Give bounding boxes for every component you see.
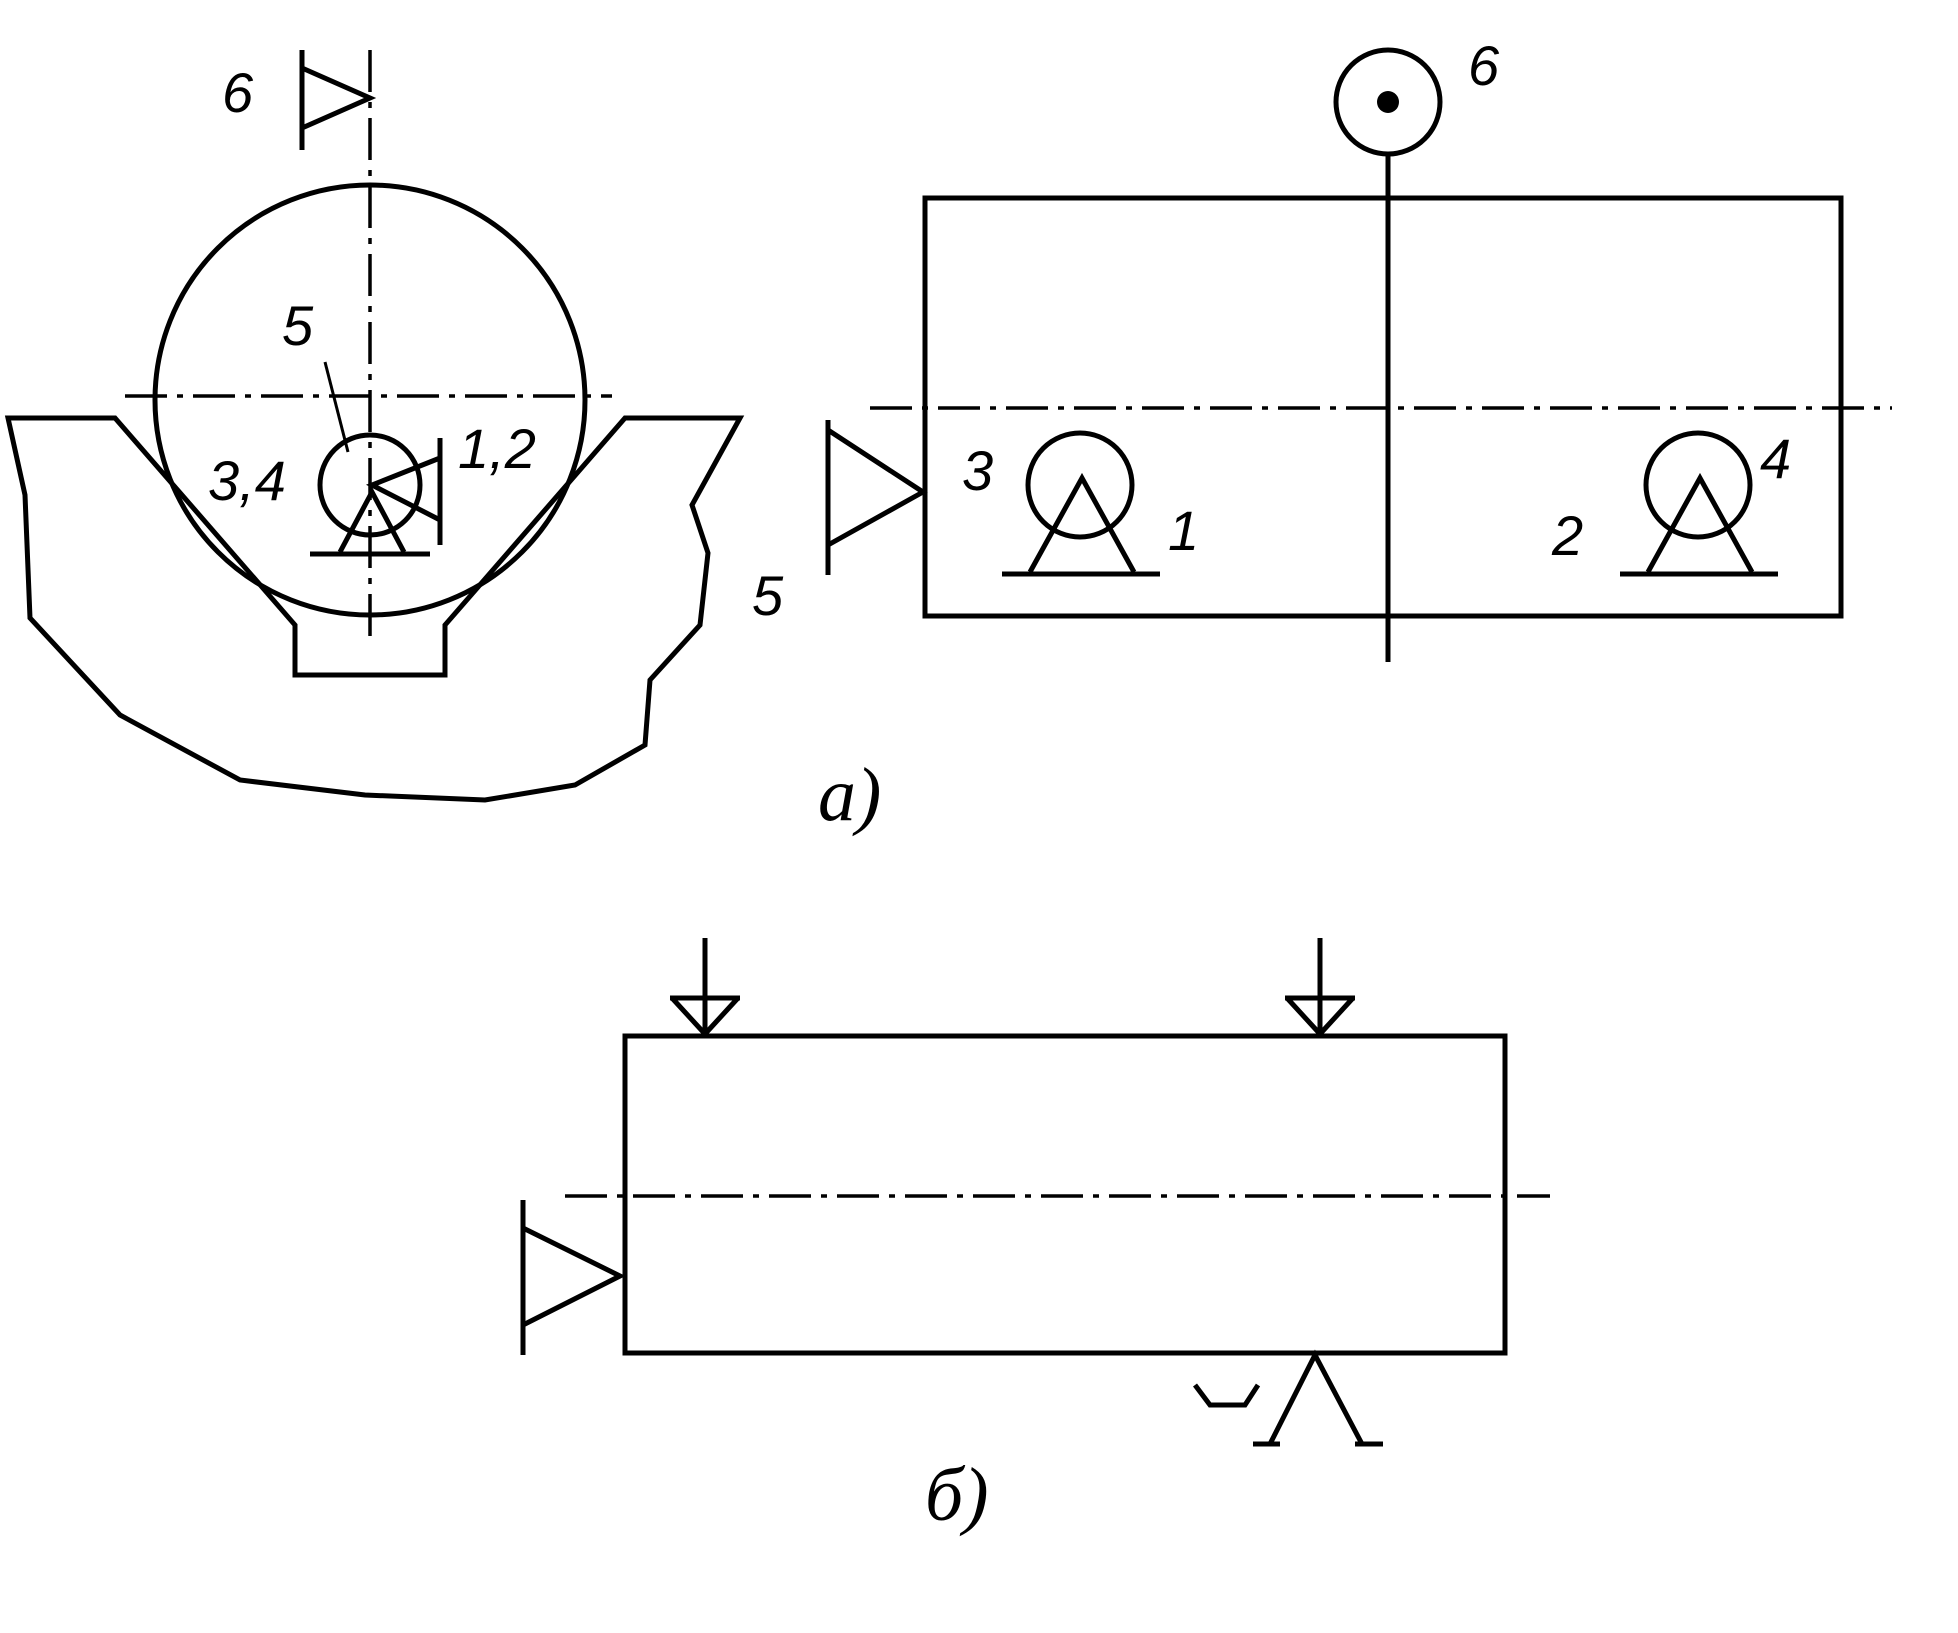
label-6-right: 6 bbox=[1468, 34, 1500, 97]
support-symbol-6-right bbox=[1333, 47, 1443, 662]
double-support-symbol-34 bbox=[310, 432, 430, 557]
label-5-left: 5 bbox=[282, 294, 314, 357]
end-support-symbol-b bbox=[520, 1200, 626, 1355]
label-3: 3 bbox=[962, 439, 993, 502]
label-12: 1,2 bbox=[458, 417, 536, 480]
clamp-arrow-right bbox=[1285, 938, 1355, 1038]
support-symbol-5-right bbox=[825, 420, 928, 575]
bottom-support-symbol-b bbox=[1193, 1349, 1383, 1447]
caption-a: а) bbox=[818, 753, 881, 837]
label-34: 3,4 bbox=[208, 449, 286, 512]
label-2: 2 bbox=[1551, 504, 1583, 567]
support-symbol-2-4 bbox=[1620, 430, 1778, 577]
support-symbol-6 bbox=[299, 50, 377, 150]
label-5-right: 5 bbox=[752, 564, 784, 627]
support-symbol-3-1 bbox=[1002, 430, 1160, 577]
label-1: 1 bbox=[1168, 499, 1199, 562]
v-block-outline bbox=[4, 415, 745, 803]
leader-line-5 bbox=[323, 361, 350, 453]
support-symbol-12 bbox=[365, 438, 443, 545]
view-a-right-side-view: 6 5 3 1 2 4 bbox=[752, 34, 1892, 662]
label-4: 4 bbox=[1760, 427, 1791, 490]
view-b bbox=[520, 938, 1550, 1447]
view-a-left-end-view: 6 5 3,4 1,2 bbox=[4, 50, 745, 803]
label-6-left: 6 bbox=[222, 61, 254, 124]
clamp-arrow-left bbox=[670, 938, 740, 1038]
caption-b: б) bbox=[925, 1453, 989, 1537]
